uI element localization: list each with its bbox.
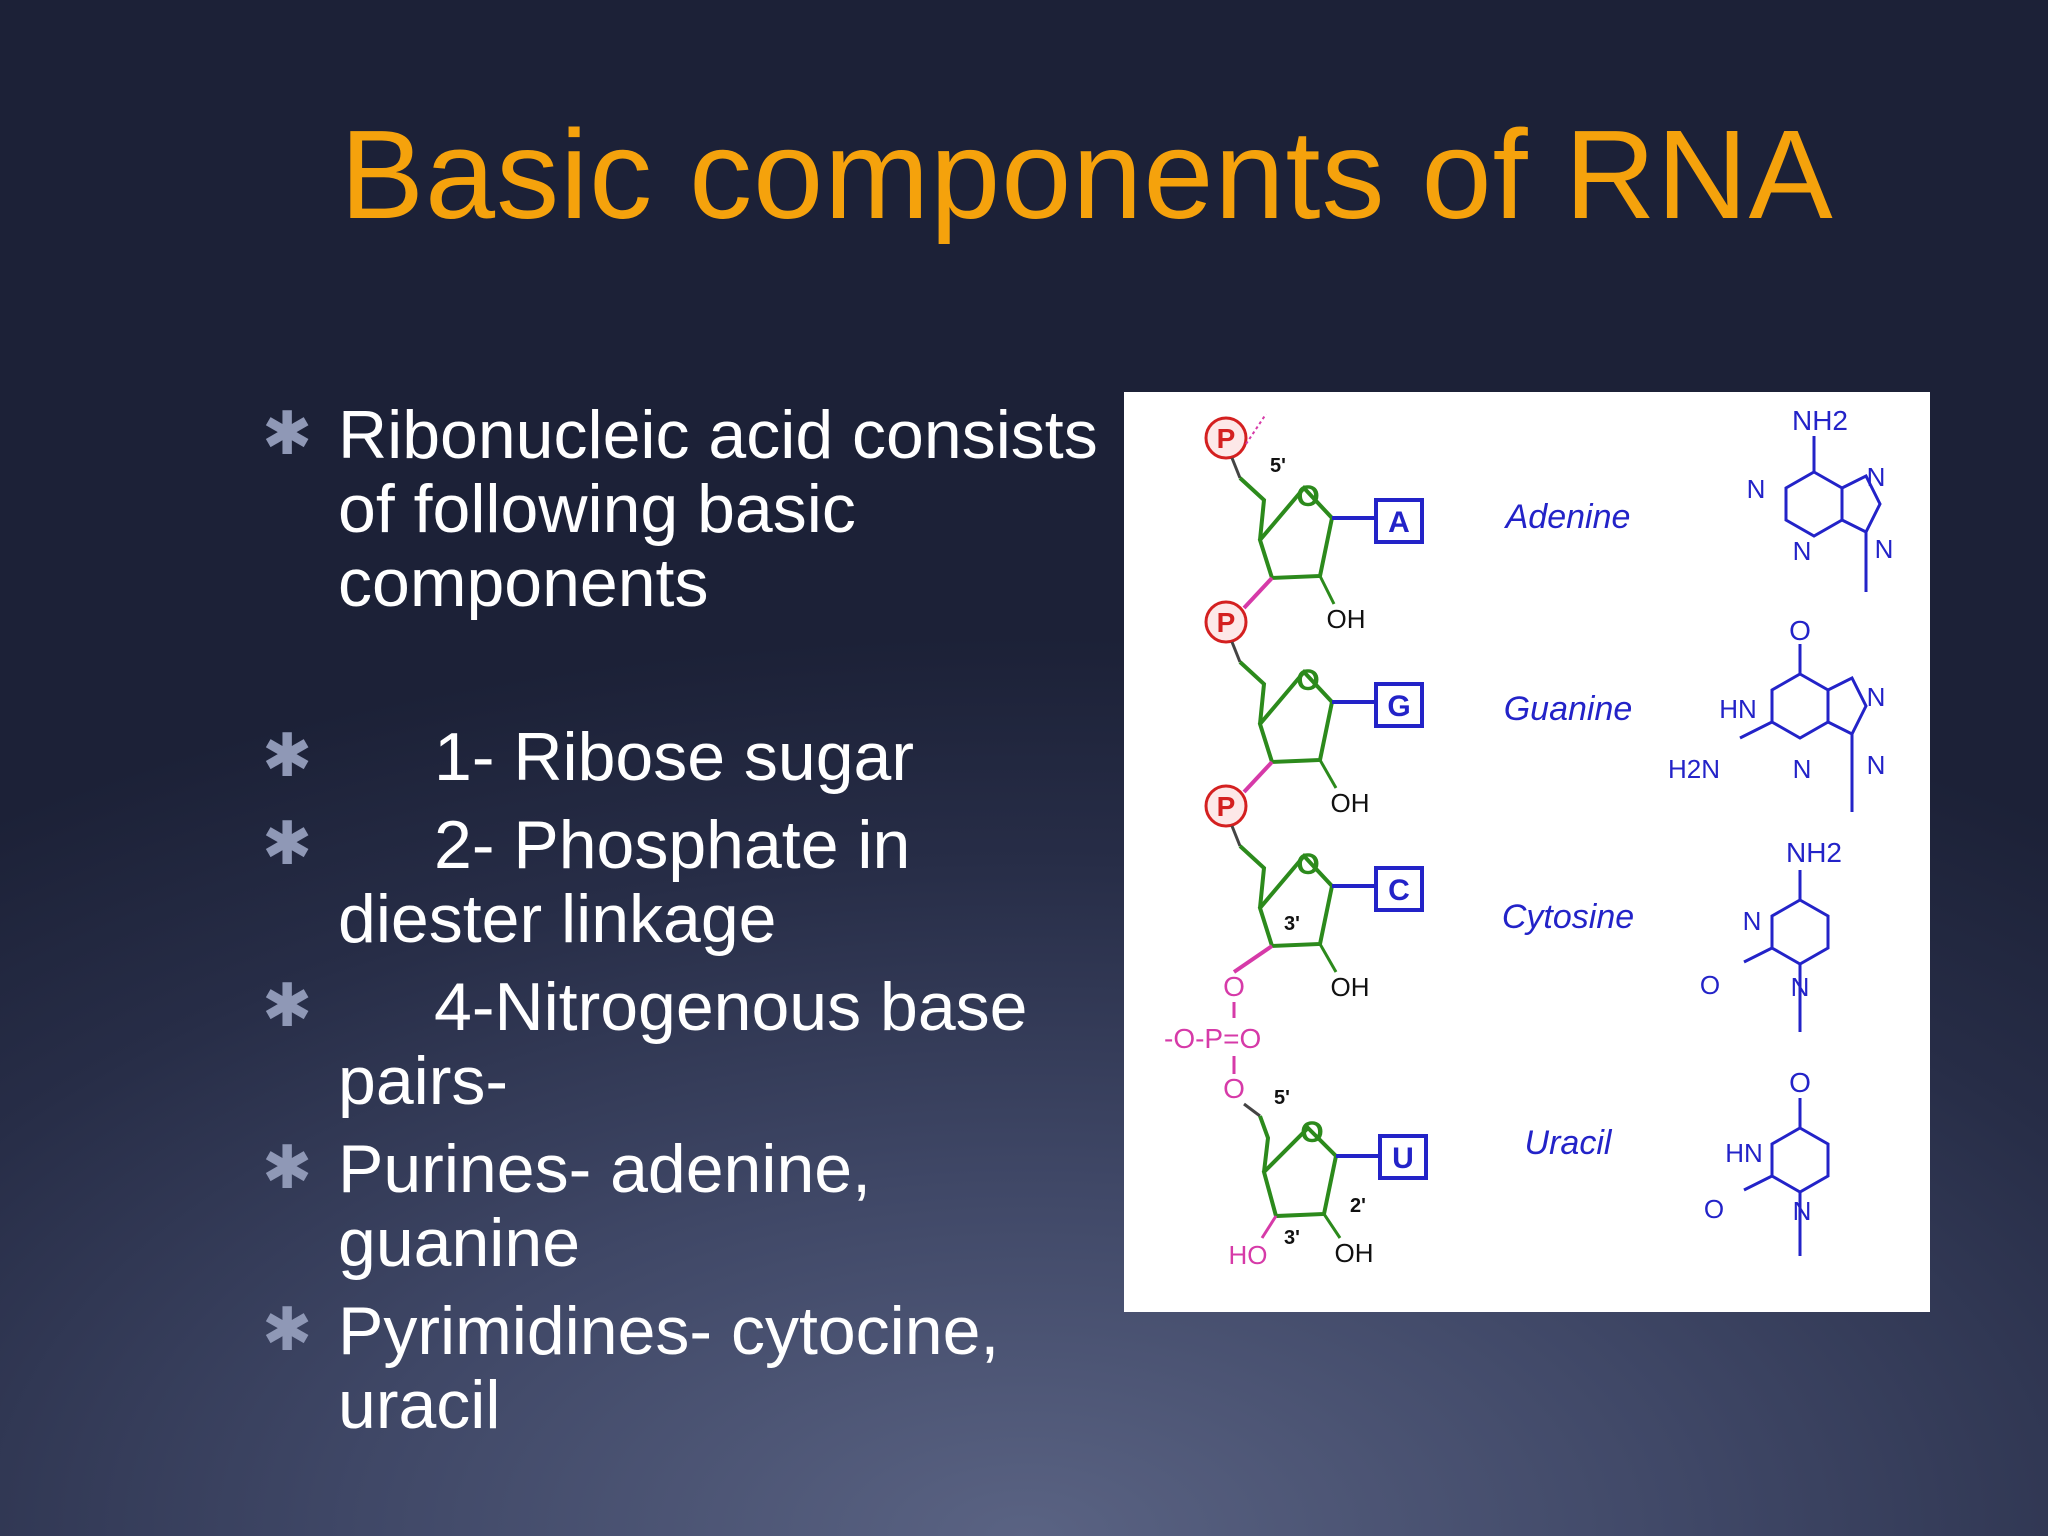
- base-name-uracil: Uracil: [1525, 1124, 1613, 1162]
- structure-label: N: [1793, 1196, 1812, 1226]
- structure-label: NH2: [1786, 837, 1842, 868]
- structure-label: N: [1867, 462, 1886, 492]
- bullet-text: Ribonucleic acid consists of following b…: [338, 397, 1098, 621]
- base-name-guanine: Guanine: [1504, 690, 1633, 728]
- phosphate-label: P: [1217, 607, 1236, 638]
- linkage-oxygen-top: O: [1223, 971, 1245, 1002]
- prime-label: 3': [1284, 913, 1300, 935]
- cytosine-structure: [1743, 870, 1830, 1032]
- base-name-adenine: Adenine: [1504, 498, 1631, 536]
- structure-label: N: [1867, 682, 1886, 712]
- structure-label: N: [1793, 536, 1812, 566]
- asterisk-icon: ✱: [262, 972, 313, 1039]
- bullet-list: ✱ Ribonucleic acid consists of following…: [262, 398, 1122, 1442]
- guanine-structure: [1739, 644, 1868, 812]
- bullet-item: ✱ 4-Nitrogenous base pairs-: [262, 970, 1122, 1118]
- rna-structure-diagram: P 5' O A OH P O G OH P O 3': [1124, 392, 1930, 1312]
- hydroxyl-label: OH: [1335, 1238, 1374, 1268]
- bullet-item: ✱ 1- Ribose sugar: [262, 720, 1122, 794]
- structure-label: NH2: [1792, 405, 1848, 436]
- phosphodiester-linkage: O -O-P=O O: [1164, 971, 1261, 1118]
- bullet-item: ✱ Pyrimidines- cytocine, uracil: [262, 1294, 1122, 1442]
- asterisk-icon: ✱: [262, 1296, 313, 1363]
- structure-label: O: [1704, 1194, 1724, 1224]
- bullet-item: ✱ Purines- adenine, guanine: [262, 1132, 1122, 1280]
- oxygen-label: O: [1296, 664, 1319, 697]
- prime-label: 3': [1284, 1227, 1300, 1249]
- bullet-text: Purines- adenine, guanine: [338, 1131, 872, 1281]
- oxygen-label: O: [1300, 1116, 1323, 1149]
- base-name-cytosine: Cytosine: [1502, 898, 1634, 936]
- structure-label: N: [1875, 534, 1894, 564]
- asterisk-icon: ✱: [262, 810, 313, 877]
- adenine-structure: [1784, 436, 1882, 592]
- phosphate-label: P: [1217, 791, 1236, 822]
- structure-label: HN: [1725, 1138, 1763, 1168]
- structure-label: N: [1793, 754, 1812, 784]
- linkage-oxygen-bottom: O: [1223, 1073, 1245, 1104]
- oxygen-label: O: [1296, 848, 1319, 881]
- bullet-text: 4-Nitrogenous base pairs-: [338, 969, 1028, 1119]
- base-letter: C: [1388, 874, 1410, 907]
- structure-label: O: [1789, 615, 1811, 646]
- base-box: [1374, 682, 1424, 728]
- asterisk-icon: ✱: [262, 1134, 313, 1201]
- nucleotide-g: P O G OH: [1204, 600, 1424, 818]
- phosphate-circle: [1204, 416, 1248, 460]
- base-box: [1374, 498, 1424, 544]
- base-letter: A: [1388, 506, 1410, 539]
- prime-label: 2': [1350, 1195, 1366, 1217]
- oxygen-label: O: [1296, 480, 1319, 513]
- base-box: [1374, 866, 1424, 912]
- nucleotide-c: P O 3' C OH: [1204, 784, 1424, 1002]
- hydroxyl-5-label: HO: [1229, 1240, 1268, 1270]
- phosphate-circle: [1204, 600, 1248, 644]
- structure-label: HN: [1719, 694, 1757, 724]
- structure-label: N: [1867, 750, 1886, 780]
- bullet-text: 2- Phosphate in diester linkage: [338, 807, 911, 957]
- structure-label: N: [1791, 972, 1810, 1002]
- base-letter: U: [1392, 1142, 1414, 1175]
- prime-label: 5': [1270, 455, 1286, 477]
- hydroxyl-label: OH: [1327, 604, 1366, 634]
- asterisk-icon: ✱: [262, 400, 313, 467]
- prime-label: 5': [1274, 1087, 1290, 1109]
- uracil-structure: [1743, 1098, 1830, 1256]
- structure-label: H2N: [1668, 754, 1720, 784]
- phosphate-label: P: [1217, 423, 1236, 454]
- structure-label: N: [1747, 474, 1766, 504]
- slide-title: Basic components of RNA: [340, 104, 1834, 245]
- bullet-item: ✱ Ribonucleic acid consists of following…: [262, 398, 1122, 620]
- bullet-text: Pyrimidines- cytocine, uracil: [338, 1293, 1000, 1443]
- structure-label: O: [1789, 1067, 1811, 1098]
- structure-label: O: [1700, 970, 1720, 1000]
- base-letter: G: [1387, 690, 1410, 723]
- nucleotide-u: 5' O U 2' 3' HO OH: [1229, 1087, 1428, 1270]
- hydroxyl-label: OH: [1331, 972, 1370, 1002]
- bullet-item: ✱ 2- Phosphate in diester linkage: [262, 808, 1122, 956]
- phosphate-circle: [1204, 784, 1248, 828]
- base-box: [1378, 1134, 1428, 1180]
- linkage-phosphate: -O-P=O: [1164, 1023, 1261, 1054]
- structure-label: N: [1743, 906, 1762, 936]
- nucleotide-a: P 5' O A OH: [1204, 413, 1424, 634]
- bullet-text: 1- Ribose sugar: [434, 719, 915, 795]
- asterisk-icon: ✱: [262, 722, 313, 789]
- hydroxyl-label: OH: [1331, 788, 1370, 818]
